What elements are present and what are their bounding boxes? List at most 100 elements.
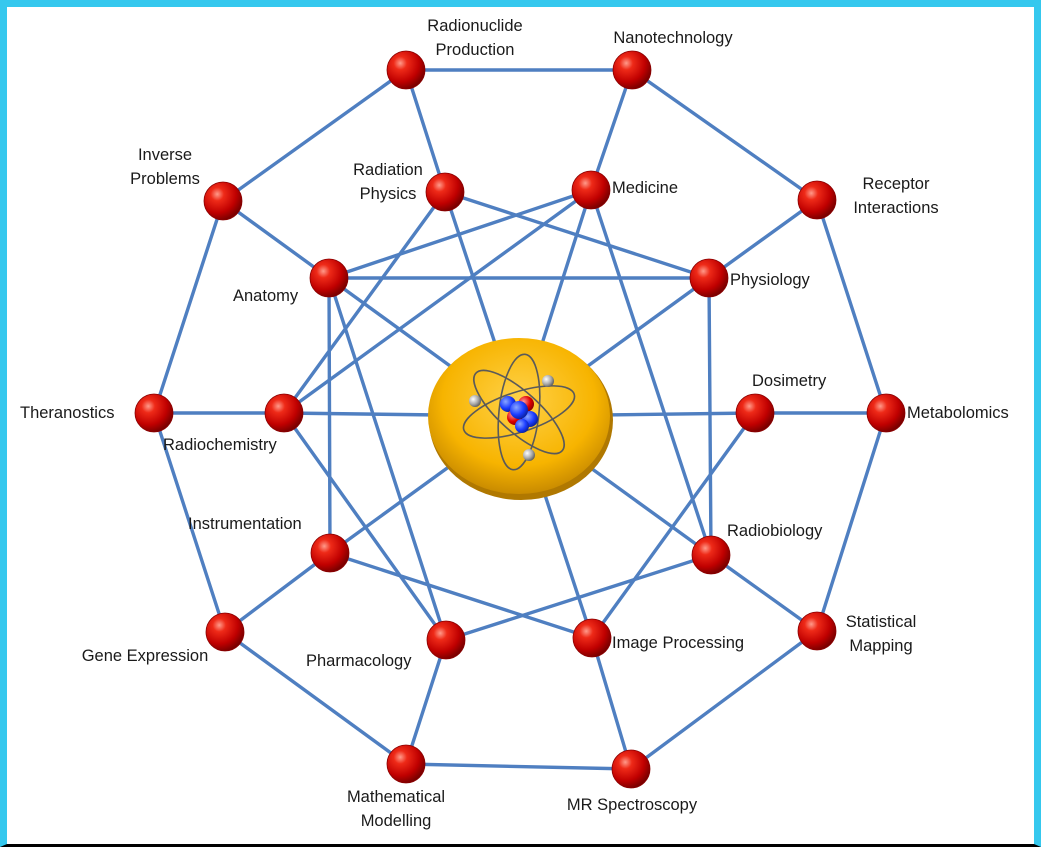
node-label-line: Theranostics bbox=[20, 404, 114, 422]
node-sphere-pharmacology bbox=[426, 620, 466, 660]
edge-mathematical-modelling-gene-expression bbox=[223, 630, 408, 766]
edge-instrumentation-image-processing bbox=[328, 551, 594, 640]
node-sphere-anatomy bbox=[309, 258, 349, 298]
node-label-line: Dosimetry bbox=[752, 372, 827, 390]
node-label-metabolomics: Metabolomics bbox=[907, 404, 1009, 422]
node-sphere-metabolomics bbox=[866, 393, 906, 433]
node-label-instrumentation: Instrumentation bbox=[188, 515, 302, 533]
node-label-line: Nanotechnology bbox=[613, 29, 733, 47]
edge-gene-expression-instrumentation bbox=[223, 551, 332, 634]
node-label-line: MR Spectroscopy bbox=[567, 796, 698, 814]
node-label-line: Mapping bbox=[849, 637, 912, 655]
node-label-line: Image Processing bbox=[612, 634, 744, 652]
node-dosimetry: Dosimetry bbox=[735, 372, 827, 433]
node-label-line: Interactions bbox=[853, 199, 938, 217]
node-sphere-receptor-interactions bbox=[797, 180, 837, 220]
node-label-radiobiology: Radiobiology bbox=[727, 522, 823, 540]
node-label-line: Radiation bbox=[353, 161, 423, 179]
node-mr-spectroscopy: MR Spectroscopy bbox=[567, 749, 698, 814]
edge-receptor-interactions-physiology bbox=[707, 198, 819, 280]
node-sphere-mr-spectroscopy bbox=[611, 749, 651, 789]
node-sphere-radiobiology bbox=[691, 535, 731, 575]
node-sphere-mathematical-modelling bbox=[386, 744, 426, 784]
node-physiology: Physiology bbox=[689, 258, 811, 298]
node-sphere-statistical-mapping bbox=[797, 611, 837, 651]
edge-inverse-problems-anatomy bbox=[221, 199, 331, 280]
node-pharmacology: Pharmacology bbox=[306, 620, 466, 670]
node-label-physiology: Physiology bbox=[730, 271, 811, 289]
edge-statistical-mapping-mr-spectroscopy bbox=[629, 629, 819, 771]
edge-nanotechnology-medicine bbox=[589, 68, 634, 192]
node-label-line: Modelling bbox=[361, 812, 432, 830]
node-label-line: Instrumentation bbox=[188, 515, 302, 533]
node-label-radiochemistry: Radiochemistry bbox=[163, 436, 277, 454]
edge-anatomy-pharmacology bbox=[327, 276, 448, 642]
node-label-line: Statistical bbox=[846, 613, 917, 631]
node-sphere-gene-expression bbox=[205, 612, 245, 652]
node-sphere-medicine bbox=[571, 170, 611, 210]
central-hub bbox=[428, 338, 613, 500]
edge-dosimetry-image-processing bbox=[590, 411, 757, 640]
node-label-line: Radiobiology bbox=[727, 522, 823, 540]
edges-layer bbox=[152, 68, 888, 771]
node-label-line: Production bbox=[436, 41, 515, 59]
node-sphere-radiation-physics bbox=[425, 172, 465, 212]
node-radiobiology: Radiobiology bbox=[691, 522, 823, 575]
edge-statistical-mapping-radiobiology bbox=[709, 553, 819, 633]
node-sphere-image-processing bbox=[572, 618, 612, 658]
node-sphere-radiochemistry bbox=[264, 393, 304, 433]
node-label-mr-spectroscopy: MR Spectroscopy bbox=[567, 796, 698, 814]
node-label-line: Radiochemistry bbox=[163, 436, 277, 454]
node-theranostics: Theranostics bbox=[20, 393, 174, 433]
atom-icon bbox=[462, 353, 576, 471]
edge-anatomy-instrumentation bbox=[327, 276, 332, 555]
node-gene-expression: Gene Expression bbox=[82, 612, 245, 665]
node-label-line: Gene Expression bbox=[82, 647, 209, 665]
node-label-line: Anatomy bbox=[233, 287, 299, 305]
node-label-line: Medicine bbox=[612, 179, 678, 197]
node-sphere-dosimetry bbox=[735, 393, 775, 433]
node-sphere-instrumentation bbox=[310, 533, 350, 573]
edge-medicine-radiobiology bbox=[589, 188, 713, 557]
edge-metabolomics-statistical-mapping bbox=[815, 411, 888, 633]
node-label-line: Metabolomics bbox=[907, 404, 1009, 422]
node-label-line: Pharmacology bbox=[306, 652, 412, 670]
node-label-gene-expression: Gene Expression bbox=[82, 647, 209, 665]
edge-mr-spectroscopy-mathematical-modelling bbox=[404, 762, 633, 771]
node-nanotechnology: Nanotechnology bbox=[612, 29, 733, 90]
node-label-line: Problems bbox=[130, 170, 200, 188]
node-label-nanotechnology: Nanotechnology bbox=[613, 29, 733, 47]
node-metabolomics: Metabolomics bbox=[866, 393, 1009, 433]
node-label-anatomy: Anatomy bbox=[233, 287, 299, 305]
node-label-pharmacology: Pharmacology bbox=[306, 652, 412, 670]
node-label-line: Mathematical bbox=[347, 788, 445, 806]
node-label-medicine: Medicine bbox=[612, 179, 678, 197]
node-label-dosimetry: Dosimetry bbox=[752, 372, 827, 390]
node-label-theranostics: Theranostics bbox=[20, 404, 114, 422]
node-label-line: Receptor bbox=[863, 175, 930, 193]
node-label-line: Inverse bbox=[138, 146, 192, 164]
node-label-line: Radionuclide bbox=[427, 17, 522, 35]
edge-mr-spectroscopy-image-processing bbox=[590, 636, 633, 771]
edge-theranostics-inverse-problems bbox=[152, 199, 225, 415]
edge-physiology-radiobiology bbox=[707, 276, 713, 557]
edge-radionuclide-production-radiation-physics bbox=[404, 68, 447, 194]
node-sphere-theranostics bbox=[134, 393, 174, 433]
edge-gene-expression-theranostics bbox=[152, 411, 227, 634]
node-anatomy: Anatomy bbox=[233, 258, 349, 305]
node-instrumentation: Instrumentation bbox=[188, 515, 350, 573]
node-sphere-inverse-problems bbox=[203, 181, 243, 221]
